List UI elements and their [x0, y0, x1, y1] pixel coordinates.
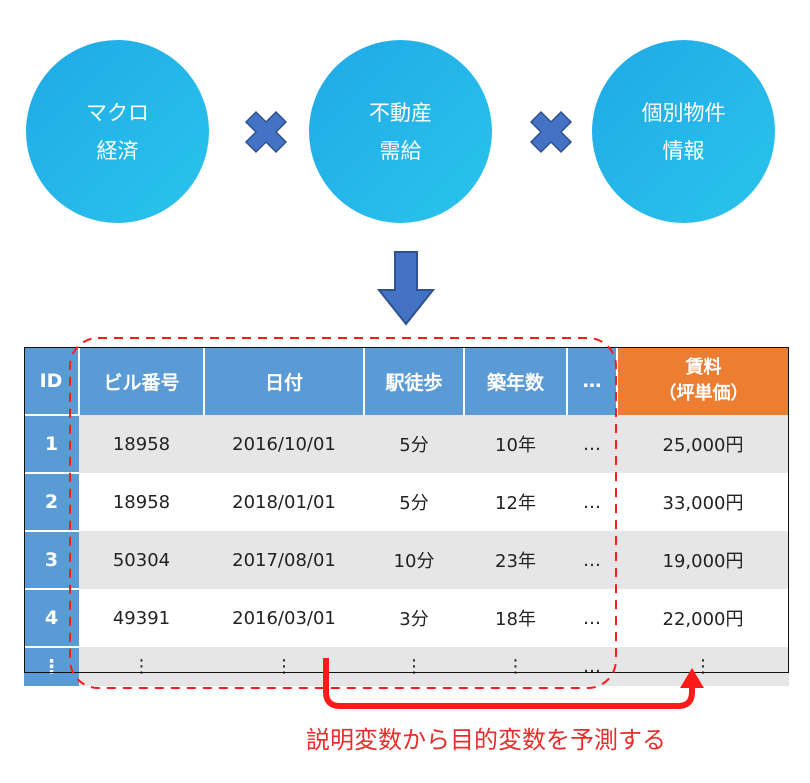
cell-age: 10年 [464, 415, 567, 473]
cell-building-no: 18958 [79, 415, 204, 473]
circle-label-line2: 経済 [96, 138, 139, 163]
cell-walk: 3分 [364, 589, 464, 647]
cell-rent: 22,000円 [617, 589, 789, 647]
cell-building-no: 50304 [79, 531, 204, 589]
cell-date: ⋮ [204, 647, 364, 686]
cell-age: 23年 [464, 531, 567, 589]
circle-label-line1: マクロ [86, 100, 149, 125]
column-header-age: 築年数 [463, 347, 567, 415]
cell-age: 18年 [464, 589, 567, 647]
column-header-rent: 賃料 （坪単価） [616, 347, 789, 415]
circle-label-line2: 情報 [662, 138, 705, 163]
cell-date: 2016/03/01 [204, 589, 364, 647]
cell-building-no: 18958 [79, 473, 204, 531]
cell-walk: 5分 [364, 473, 464, 531]
cell-rent: 33,000円 [617, 473, 789, 531]
column-header-walk: 駅徒歩 [363, 347, 464, 415]
multiply-icon [529, 110, 573, 154]
cell-date: 2016/10/01 [204, 415, 364, 473]
cell-walk: 10分 [364, 531, 464, 589]
explanatory-variables-dashed-region [69, 337, 617, 689]
table-row: 4 49391 2016/03/01 3分 18年 … 22,000円 [24, 588, 789, 647]
circle-label-line1: 不動産 [369, 100, 432, 125]
cell-date: 2017/08/01 [204, 531, 364, 589]
table-header-row: ID ビル番号 日付 駅徒歩 築年数 … 賃料 （坪単価） [24, 347, 789, 415]
cell-more: … [567, 415, 617, 473]
rent-header-line1: 賃料 [685, 357, 722, 378]
cell-walk: ⋮ [364, 647, 464, 686]
cell-date: 2018/01/01 [204, 473, 364, 531]
arrow-down-icon [377, 251, 435, 326]
circle-real-estate-supply-demand: 不動産 需給 [309, 40, 492, 223]
column-header-date: 日付 [203, 347, 364, 415]
circle-label-line1: 個別物件 [641, 100, 726, 125]
circle-property-info: 個別物件 情報 [592, 40, 775, 223]
column-header-building-no: ビル番号 [78, 347, 204, 415]
multiply-icon [244, 110, 288, 154]
cell-building-no: ⋮ [79, 647, 204, 686]
caption-predict-target: 説明変数から目的変数を予測する [306, 726, 666, 754]
cell-more: … [567, 531, 617, 589]
circle-macro-economy: マクロ 経済 [26, 40, 209, 223]
table-row: 2 18958 2018/01/01 5分 12年 … 33,000円 [24, 472, 789, 531]
circle-label-line2: 需給 [379, 138, 422, 163]
cell-more: … [567, 473, 617, 531]
cell-age: ⋮ [464, 647, 567, 686]
cell-rent: 25,000円 [617, 415, 789, 473]
column-header-more: … [566, 347, 617, 415]
row-id: 2 [24, 472, 79, 531]
connector-line [323, 658, 695, 709]
arrow-up-icon [680, 668, 704, 688]
rent-data-table: ID ビル番号 日付 駅徒歩 築年数 … 賃料 （坪単価） 1 18958 20… [24, 347, 789, 686]
cell-building-no: 49391 [79, 589, 204, 647]
table-row-ellipsis: ⋮ ⋮ ⋮ ⋮ ⋮ … ⋮ [24, 646, 789, 686]
rent-header-line2: （坪単価） [658, 383, 749, 404]
cell-age: 12年 [464, 473, 567, 531]
cell-rent: 19,000円 [617, 531, 789, 589]
cell-more: … [567, 589, 617, 647]
cell-walk: 5分 [364, 415, 464, 473]
cell-rent: ⋮ [617, 647, 789, 686]
